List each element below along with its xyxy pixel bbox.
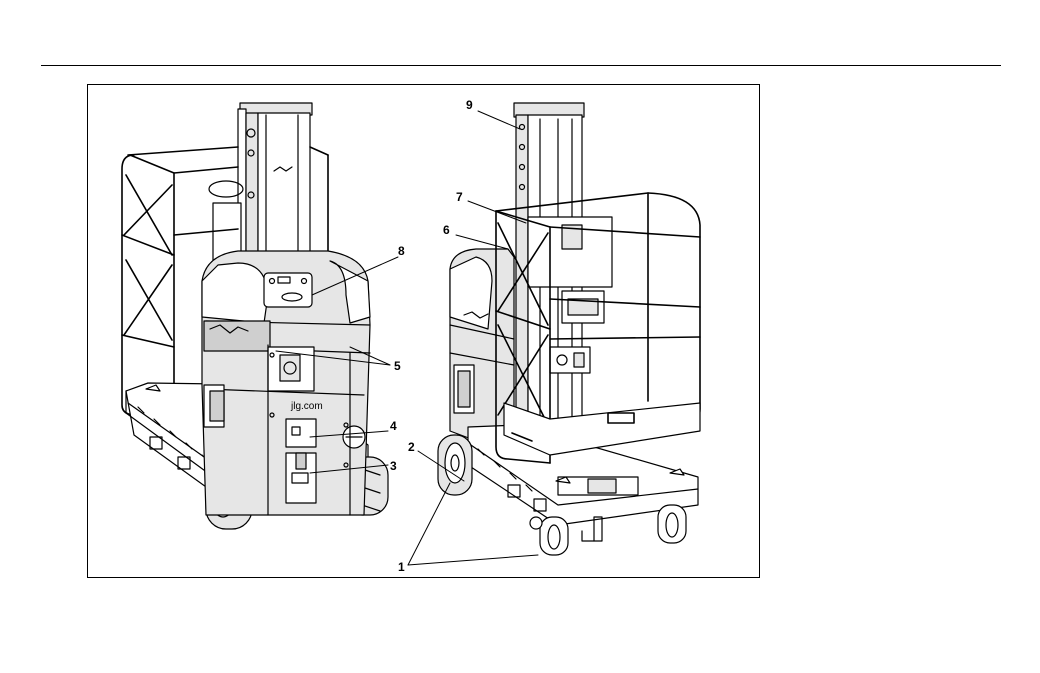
left-power-unit xyxy=(202,251,370,515)
callout-7: 7 xyxy=(456,191,463,203)
callout-3: 3 xyxy=(390,460,397,472)
brand-decal: jlg.com xyxy=(291,401,323,413)
left-machine xyxy=(122,103,388,529)
callout-5: 5 xyxy=(394,360,401,372)
leader-1b xyxy=(408,555,538,565)
callout-9: 9 xyxy=(466,99,473,111)
header-rule xyxy=(41,65,1001,66)
callout-1: 1 xyxy=(398,561,405,573)
leader-6 xyxy=(456,235,508,249)
right-machine xyxy=(438,103,700,555)
lift-illustration xyxy=(88,85,761,579)
callout-8: 8 xyxy=(398,245,405,257)
figure-frame: jlg.com 8 5 4 3 2 1 6 7 9 xyxy=(87,84,760,578)
callout-6: 6 xyxy=(443,224,450,236)
callout-4: 4 xyxy=(390,420,397,432)
left-mast xyxy=(209,103,312,273)
leader-1a xyxy=(408,483,450,565)
callout-2: 2 xyxy=(408,441,415,453)
